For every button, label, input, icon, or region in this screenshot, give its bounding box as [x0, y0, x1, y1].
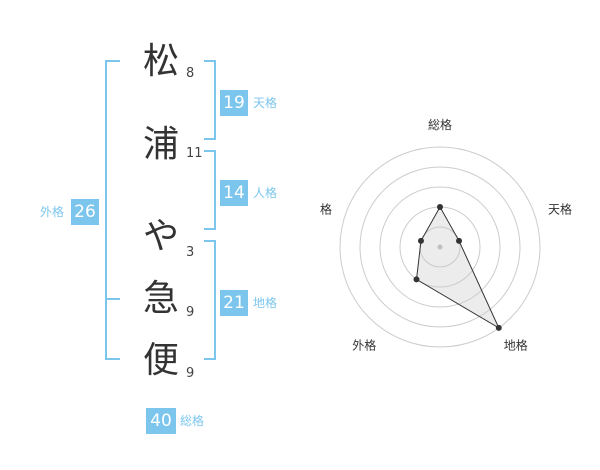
radar-ring [359, 166, 521, 328]
radar-ring [379, 186, 501, 308]
soukaku-label: 総格 [180, 414, 205, 428]
stroke-count-4: 9 [186, 305, 195, 320]
jinkaku-bracket [204, 150, 216, 230]
radar-axis-label-5: 人格 [320, 201, 332, 216]
stroke-count-5: 9 [186, 366, 195, 381]
jinkaku-label: 人格 [253, 186, 278, 200]
radar-area [415, 205, 500, 330]
chikaku-score: 21 [220, 290, 248, 316]
radar-axis-label-2: 天格 [548, 201, 572, 216]
tenkaku-score: 19 [220, 90, 248, 116]
gaikaku-label: 外格 [40, 205, 65, 219]
stroke-count-2: 11 [186, 146, 203, 161]
jinkaku-score: 14 [220, 180, 248, 206]
radar-ring [339, 146, 541, 348]
name-char-2: 浦 [142, 124, 179, 165]
radar-axis-label-4: 外格 [352, 338, 376, 353]
name-char-5: 便 [142, 340, 179, 381]
name-panel: 松 8 浦 11 や 3 急 9 便 9 26 外格 19 天格 14 人格 2… [40, 41, 278, 434]
name-char-1: 松 [142, 41, 179, 82]
radar-axis-label-1: 総格 [428, 117, 452, 132]
soukaku-score: 40 [146, 408, 176, 434]
gaikaku-score: 26 [71, 199, 99, 225]
radar-point-5 [417, 237, 424, 244]
chikaku-bracket [204, 240, 216, 360]
radar-point-2 [456, 237, 463, 244]
stroke-count-1: 8 [186, 66, 195, 81]
stroke-count-3: 3 [186, 245, 195, 260]
tenkaku-label: 天格 [253, 96, 278, 110]
radar-point-3 [495, 324, 502, 331]
radar-point-4 [413, 276, 420, 283]
radar-axis-label-3: 地格 [504, 338, 528, 353]
tenkaku-bracket [204, 60, 216, 140]
name-char-3: や [142, 216, 179, 257]
chikaku-label: 地格 [253, 296, 278, 310]
radar-center [437, 244, 443, 250]
name-char-4: 急 [142, 278, 179, 319]
gaikaku-bracket-split [105, 298, 120, 300]
radar-point-1 [437, 204, 443, 210]
gaikaku-bracket [105, 60, 120, 360]
